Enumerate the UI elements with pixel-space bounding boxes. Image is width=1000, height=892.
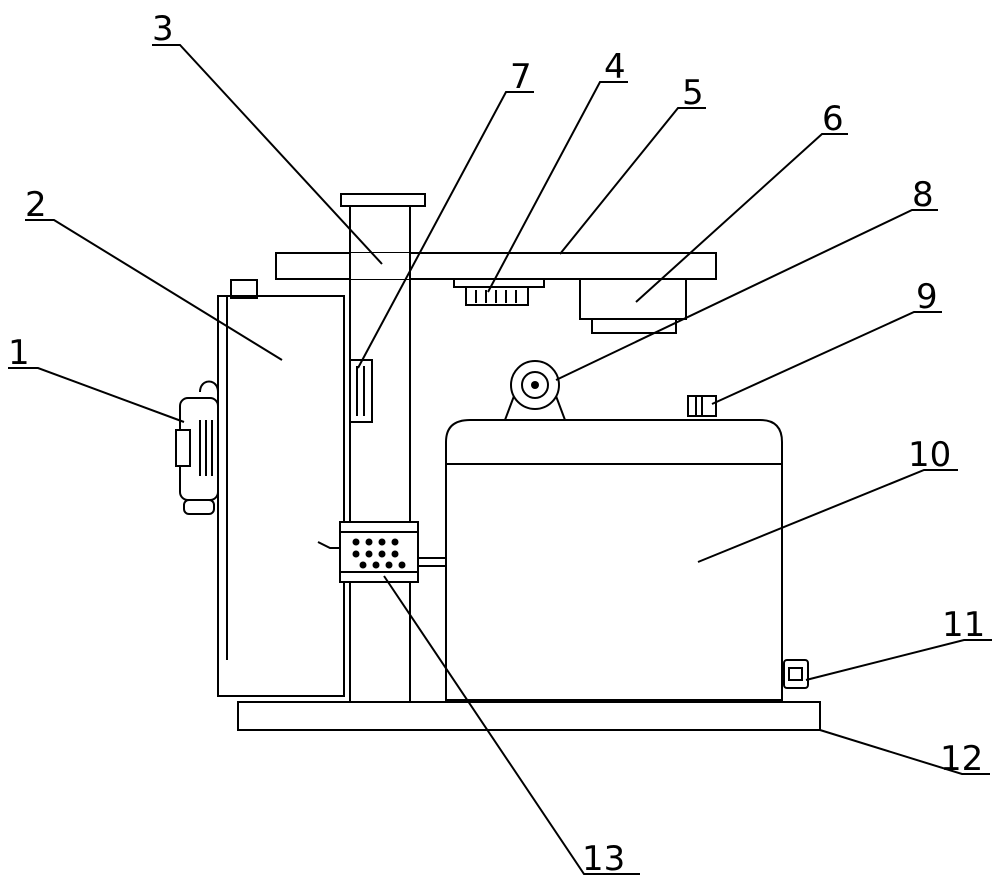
leader-lines xyxy=(8,44,992,875)
drain-valve xyxy=(783,659,809,689)
vertical-pipe xyxy=(340,193,426,703)
hanging-block xyxy=(579,278,687,334)
callout-6: 6 xyxy=(822,99,844,139)
top-valve xyxy=(687,395,717,417)
callout-5: 5 xyxy=(682,73,704,113)
spray-nozzle xyxy=(453,278,545,306)
filter-box xyxy=(217,279,345,697)
main-tank xyxy=(445,419,783,701)
filter-cartridge xyxy=(317,521,446,583)
callout-10: 10 xyxy=(908,435,951,475)
base-plate xyxy=(237,701,821,731)
callout-4: 4 xyxy=(604,47,626,87)
pressure-gauge xyxy=(503,360,567,421)
callout-12: 12 xyxy=(940,739,983,779)
callout-8: 8 xyxy=(912,175,934,215)
callout-9: 9 xyxy=(916,277,938,317)
callout-labels: 1 2 3 7 4 5 6 8 9 10 11 12 13 xyxy=(8,9,985,879)
callout-13: 13 xyxy=(582,839,625,879)
pump-motor xyxy=(175,380,219,515)
callout-2: 2 xyxy=(25,185,47,225)
pipe-grille xyxy=(349,359,373,423)
callout-1: 1 xyxy=(8,333,30,373)
callout-7: 7 xyxy=(510,57,532,97)
callout-3: 3 xyxy=(152,9,174,49)
callout-11: 11 xyxy=(942,605,985,645)
